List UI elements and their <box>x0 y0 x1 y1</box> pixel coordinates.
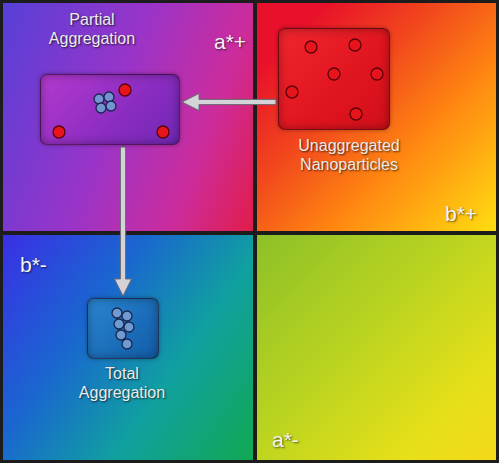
nanoparticle <box>305 41 317 53</box>
nanoparticle <box>94 94 104 104</box>
nanoparticle <box>116 330 126 340</box>
frame-border <box>0 0 499 3</box>
sample-node: Total Aggregation <box>74 298 170 402</box>
nanoparticle <box>106 101 116 111</box>
node-label: Partial Aggregation <box>40 10 144 48</box>
nanoparticle <box>112 308 122 318</box>
sample-box <box>87 298 159 359</box>
nanoparticle <box>371 68 383 80</box>
flow-arrow <box>182 94 276 111</box>
nanoparticle <box>122 339 132 349</box>
nanoparticle <box>328 68 340 80</box>
nanoparticle <box>350 108 362 120</box>
nanoparticle <box>119 84 131 96</box>
particle-illustration <box>41 75 179 144</box>
nanoparticle <box>124 322 134 332</box>
frame-border <box>496 0 499 463</box>
nanoparticle <box>104 92 114 102</box>
axis-label: b*- <box>20 253 47 277</box>
sample-node: Partial Aggregation <box>40 10 180 145</box>
nanoparticle <box>157 126 169 138</box>
node-label: Unaggregated Nanoparticles <box>284 136 414 174</box>
axis-label: a*+ <box>214 30 246 54</box>
axis-divider <box>0 231 499 235</box>
axis-label: b*+ <box>445 202 477 226</box>
nanoparticle <box>53 126 65 138</box>
particle-illustration <box>88 299 158 358</box>
sample-box <box>278 28 390 130</box>
nanoparticle <box>286 86 298 98</box>
nanoparticle <box>114 319 124 329</box>
flow-arrow <box>115 147 132 296</box>
node-label: Total Aggregation <box>74 364 170 402</box>
frame-border <box>0 460 499 463</box>
frame-border <box>0 0 3 463</box>
sample-node: Unaggregated Nanoparticles <box>278 28 420 174</box>
nanoparticle <box>349 39 361 51</box>
sample-box <box>40 74 180 145</box>
nanoparticle <box>122 311 132 321</box>
nanoparticle <box>96 103 106 113</box>
axis-label: a*- <box>272 428 299 452</box>
particle-illustration <box>279 29 389 129</box>
